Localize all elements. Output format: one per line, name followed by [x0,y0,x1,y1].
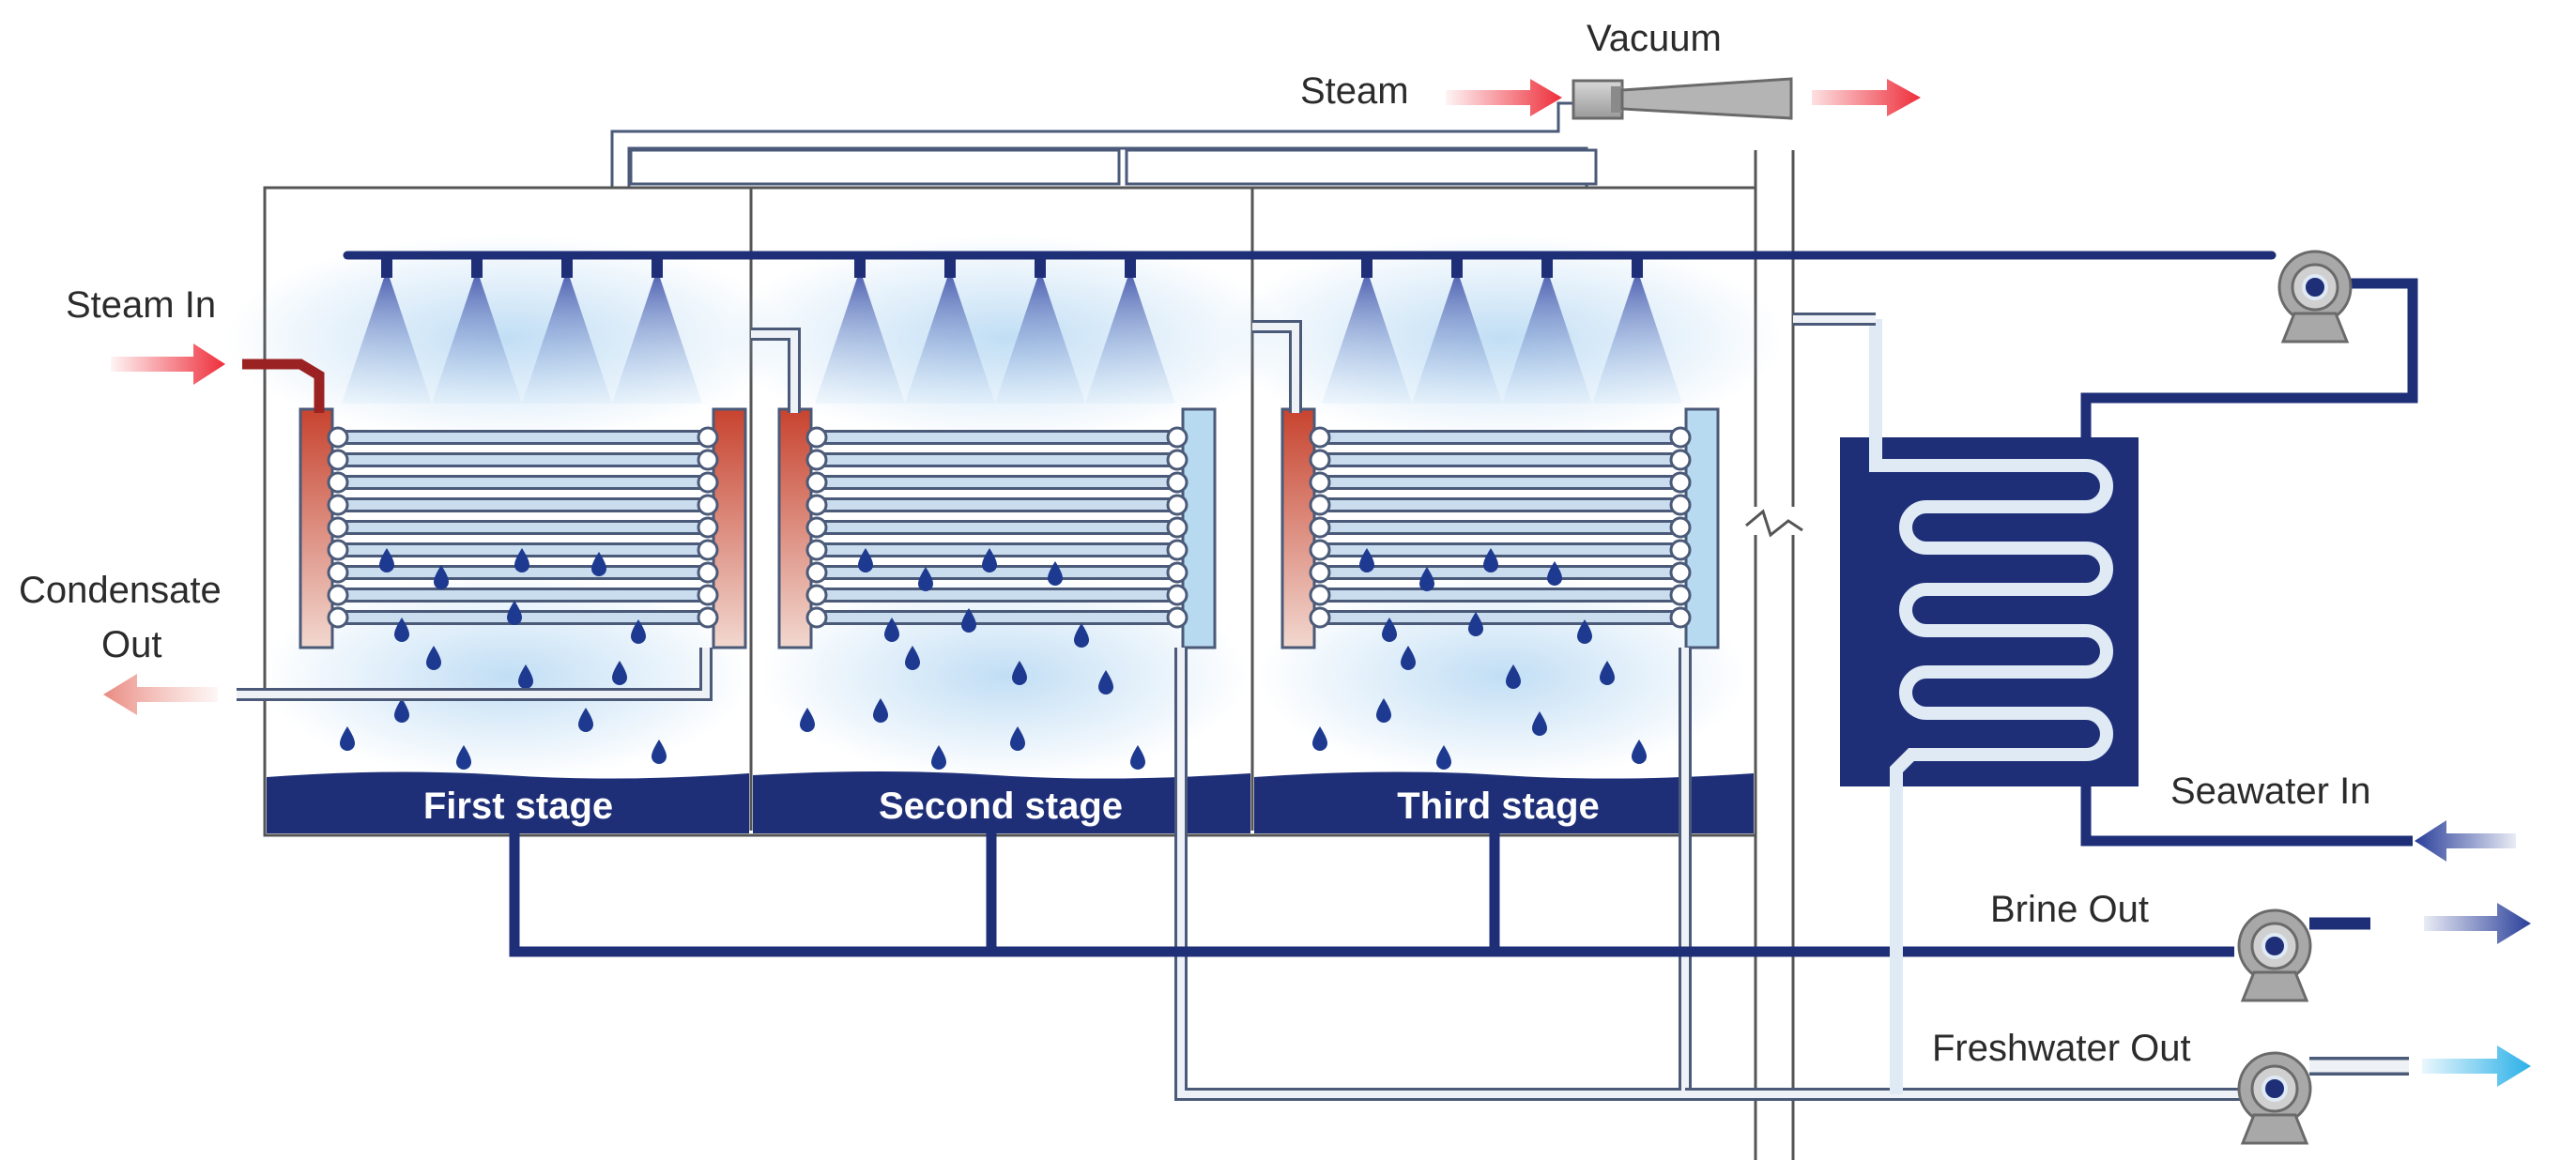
brine-pipe [509,833,2370,957]
heat-exchanger [1840,437,2139,786]
tube-bundle [777,407,1217,649]
steam-in-arrow [111,343,225,385]
stage-transfer-pipes [751,320,1302,413]
seawater-in-label: Seawater In [2170,771,2370,812]
spray-nozzle [995,259,1085,404]
brine-pools [267,771,1754,833]
exchanger-coil [1869,319,2113,1094]
stage-label-first: First stage [423,786,613,827]
spray-nozzle [612,259,702,404]
droplet [1048,561,1063,586]
stage-label-second: Second stage [879,786,1123,827]
spray-nozzle [522,259,612,404]
spray-nozzle [1085,259,1175,404]
condensate-out-label-line1: Condensate [19,570,222,611]
condensate-out-label-line2: Out [101,624,161,665]
brine-out-label: Brine Out [1990,889,2149,930]
spray-nozzle [1502,259,1592,404]
spray-pump [2277,250,2353,343]
spray-nozzle [342,259,432,404]
steam-in-label: Steam In [66,284,216,326]
spray-nozzle [432,259,522,404]
flow-arrows [103,79,2531,1087]
tube-bundle [1280,407,1720,649]
spray-nozzle [905,259,995,404]
tube-bundles [299,407,1720,649]
seawater-line [2080,278,2418,847]
freshwater-pipes [1174,648,2409,1101]
spray-nozzle [1322,259,1412,404]
stage-label-third: Third stage [1397,786,1600,827]
spray-nozzle [1592,259,1682,404]
brine-pump [2237,908,2312,1002]
steam-ejector [1572,77,1793,120]
freshwater-out-arrow [2422,1046,2531,1087]
steam-arrow-in [1446,79,1562,116]
steam-arrow-out [1812,79,1921,116]
spray-nozzle [815,259,905,404]
condensate-out-arrow [103,674,218,715]
brine-out-arrow [2424,903,2531,944]
freshwater-pump [2237,1051,2312,1145]
vacuum-line [610,101,1598,188]
vessel-break-mark [1745,509,1803,538]
vacuum-label: Vacuum [1587,18,1722,59]
spray-nozzles [342,259,1682,404]
seawater-in-arrow [2415,820,2516,862]
droplet [1547,561,1562,586]
steam-label: Steam [1300,70,1409,112]
steam-in-pipe [242,359,325,413]
freshwater-out-label: Freshwater Out [1932,1028,2191,1069]
spray-nozzle [1412,259,1502,404]
tube-bundle [299,407,747,649]
